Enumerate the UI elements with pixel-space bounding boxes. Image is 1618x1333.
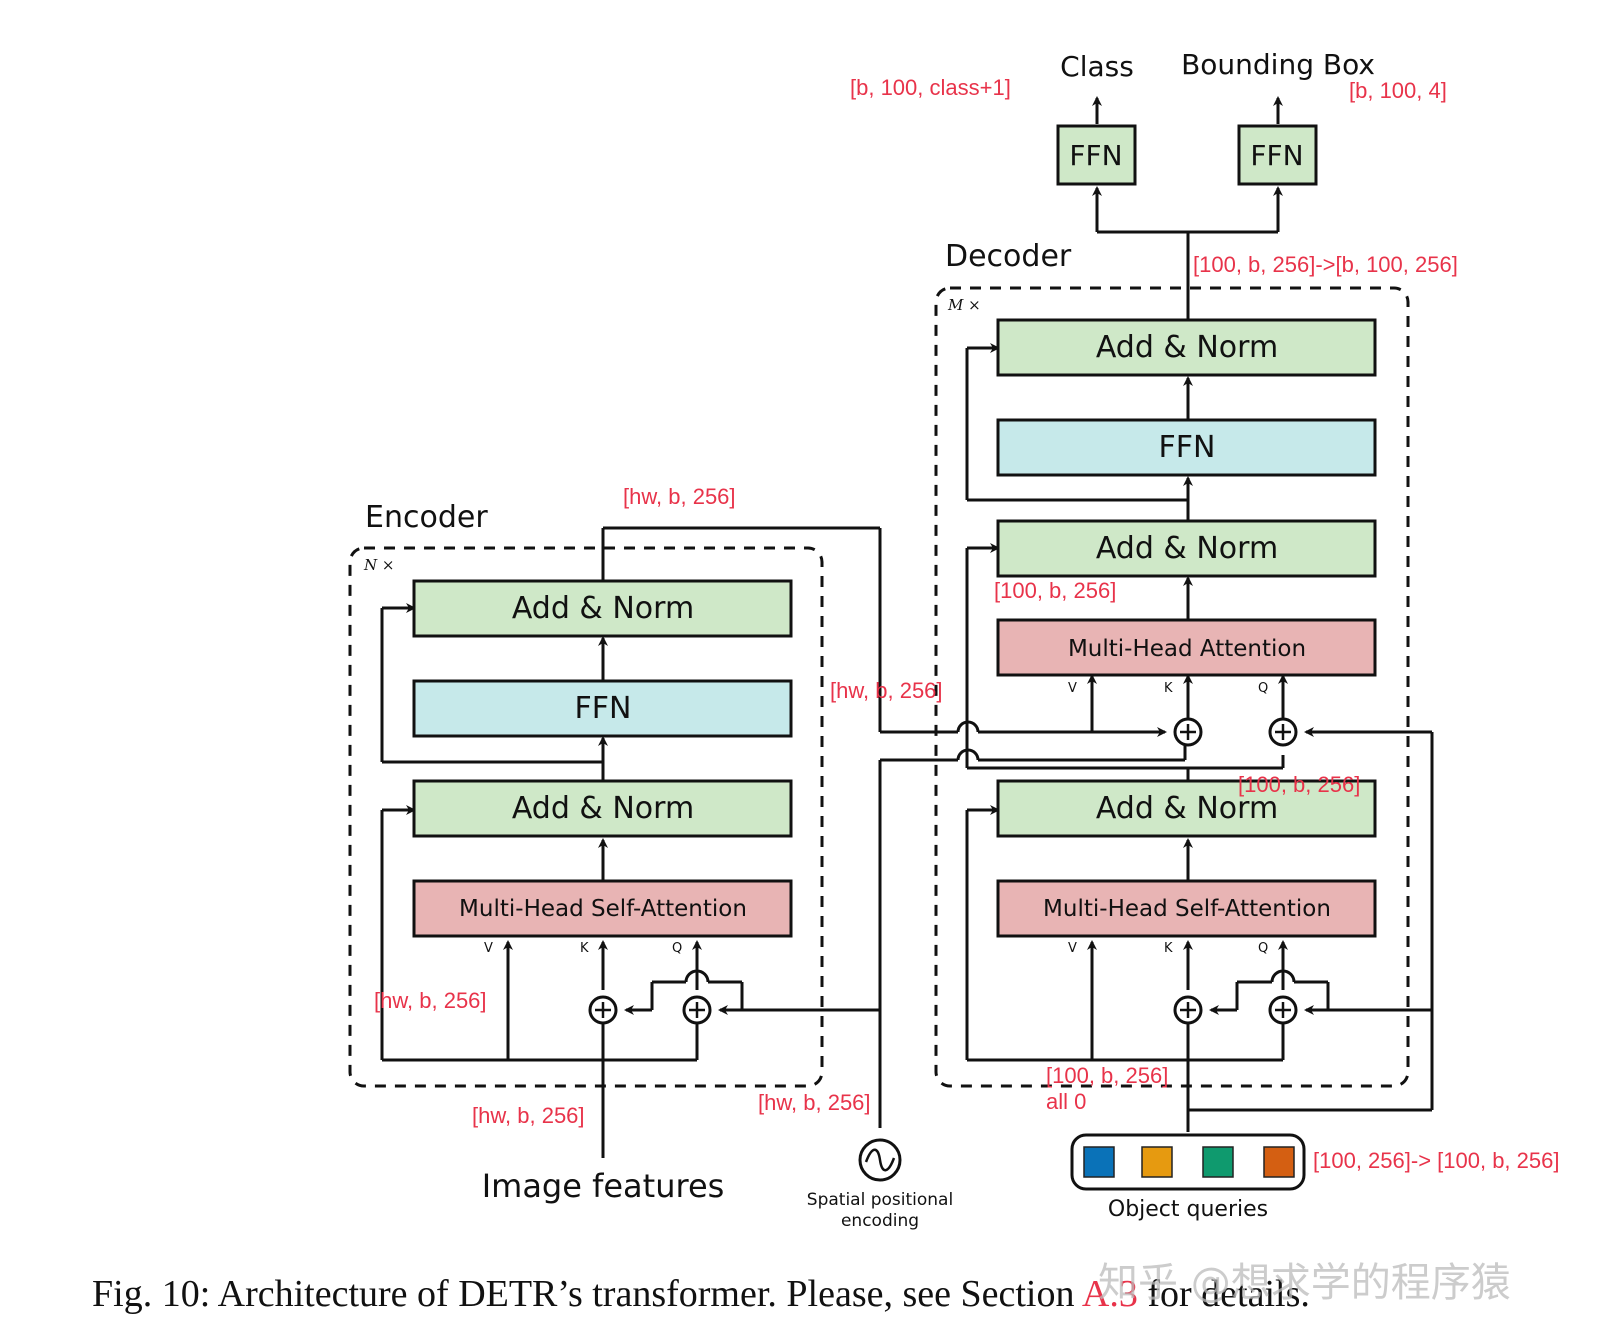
shape-image-input: [hw, b, 256] [472,1103,585,1128]
image-features-label: Image features [482,1167,725,1205]
decoder-self-k-plus-node [1173,995,1203,1025]
decoder-cross-v-label: V [1068,681,1077,696]
encoder-add-norm-top [412,579,793,638]
encoder-ffn [412,679,793,738]
decoder-self-q-plus-node [1268,995,1298,1025]
caption-section-link[interactable]: A.3 [1082,1273,1138,1315]
bbox-ffn-label: FFN [1250,139,1303,172]
encoder-wires [380,526,1187,1158]
encoder-block-container [348,546,824,1088]
shape-class-output: [b, 100, class+1] [850,75,1011,100]
decoder-add-norm-bottom [996,779,1377,838]
shape-target-init: [100, b, 256] [1046,1063,1168,1088]
encoder-self-attention [412,879,793,938]
decoder-add-norm-top-label: Add & Norm [1096,330,1278,365]
decoder-cross-q-plus-node [1268,717,1298,747]
decoder-self-attention [996,879,1377,938]
caption-prefix: Fig. 10: Architecture of DETR’s transfor… [92,1273,1082,1315]
bbox-ffn-box [1237,124,1318,186]
decoder-cross-attention-label: Multi-Head Attention [1068,636,1306,662]
spatial-encoding-icon [858,1138,902,1182]
decoder-block-container [934,286,1410,1088]
shape-bbox-output: [b, 100, 4] [1349,78,1447,103]
caption-suffix: for details. [1138,1273,1310,1315]
query-token-orange [1141,1146,1173,1178]
bbox-output-label: Bounding Box [1181,48,1375,81]
encoder-add-norm-bottom-label: Add & Norm [512,791,694,826]
class-ffn-box [1056,124,1137,186]
query-token-red [1263,1146,1295,1178]
encoder-k-label: K [580,941,589,956]
encoder-v-label: V [484,941,493,956]
decoder-self-v-label: V [1068,941,1077,956]
decoder-repeat-label: M × [947,296,981,314]
encoder-add-norm-bottom [412,779,793,838]
decoder-add-norm-mid [996,519,1377,578]
decoder-self-attention-label: Multi-Head Self-Attention [1043,896,1331,922]
decoder-cross-q-label: Q [1258,681,1268,696]
decoder-add-norm-top [996,318,1377,377]
shape-memory-input: [hw, b, 256] [830,678,943,703]
shape-encoder-output: [hw, b, 256] [623,484,736,509]
decoder-cross-k-plus-node [1173,717,1203,747]
decoder-cross-attention [996,618,1377,677]
query-token-green [1202,1146,1234,1178]
spatial-encoding-label-line1: Spatial positional [807,1190,953,1210]
figure-caption: Fig. 10: Architecture of DETR’s transfor… [92,1273,1310,1315]
encoder-q-plus-node [682,995,712,1025]
decoder-self-q-label: Q [1258,941,1268,956]
shape-target-init-zeros: all 0 [1046,1089,1086,1114]
decoder-title: Decoder [945,239,1072,274]
encoder-self-attention-label: Multi-Head Self-Attention [459,896,747,922]
shape-self-attention-output: [100, b, 256] [1238,772,1360,797]
class-output-label: Class [1060,50,1134,83]
spatial-encoding-label-line2: encoding [841,1211,919,1231]
encoder-repeat-label: N × [363,556,394,574]
decoder-ffn [996,418,1377,477]
decoder-add-norm-bottom-label: Add & Norm [1096,791,1278,826]
encoder-q-label: Q [672,941,682,956]
class-ffn-label: FFN [1069,139,1122,172]
shape-encoder-v-input: [hw, b, 256] [374,988,487,1013]
encoder-add-norm-top-label: Add & Norm [512,591,694,626]
encoder-title: Encoder [365,500,488,535]
encoder-k-plus-node [588,995,618,1025]
object-queries-group [1070,1133,1306,1191]
object-queries-label: Object queries [1108,1197,1268,1222]
decoder-ffn-label: FFN [1159,430,1216,465]
shape-decoder-output: [100, b, 256]->[b, 100, 256] [1193,252,1458,277]
decoder-add-norm-mid-label: Add & Norm [1096,531,1278,566]
shape-positional-input: [hw, b, 256] [758,1090,871,1115]
query-token-blue [1083,1146,1115,1178]
decoder-cross-k-label: K [1164,681,1173,696]
encoder-ffn-label: FFN [575,691,632,726]
decoder-self-k-label: K [1164,941,1173,956]
shape-object-queries: [100, 256]-> [100, b, 256] [1313,1148,1559,1173]
watermark: 知乎 @想求学的程序猿 [1098,1260,1511,1306]
decoder-wires [965,96,1434,1132]
shape-cross-attention-output: [100, b, 256] [994,578,1116,603]
